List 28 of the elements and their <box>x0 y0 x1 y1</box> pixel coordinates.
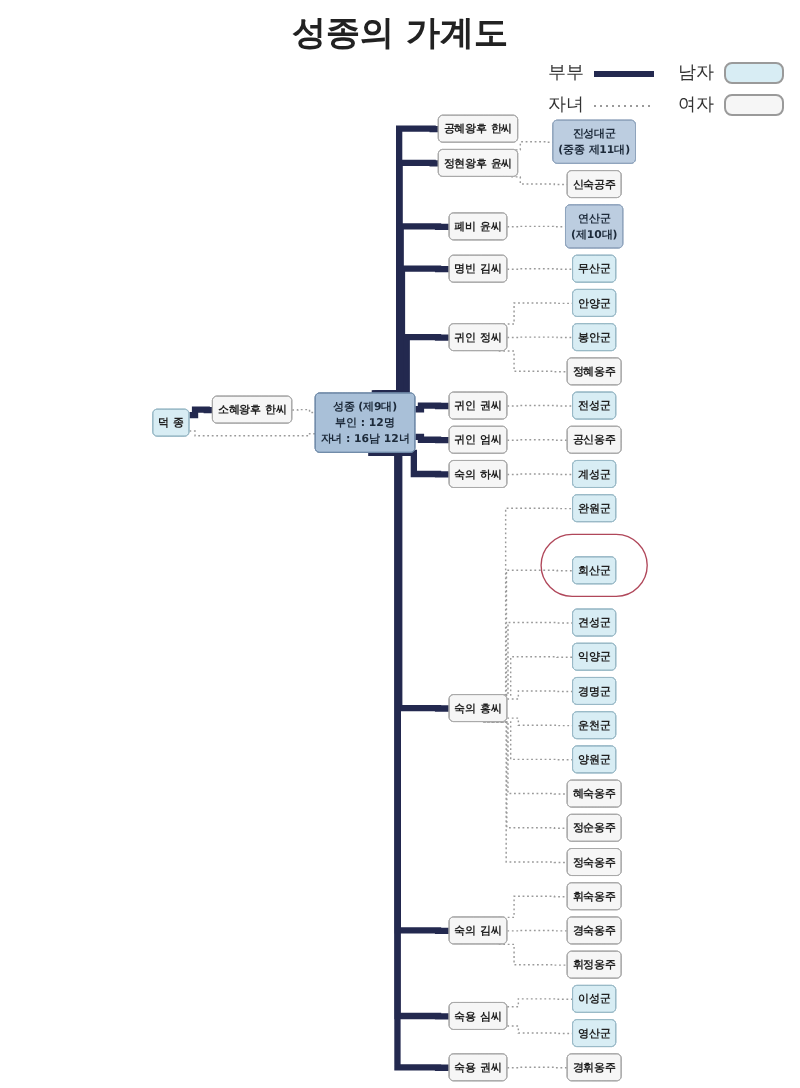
connector <box>510 176 569 186</box>
connector <box>506 404 574 407</box>
connector <box>506 225 567 228</box>
connector <box>506 717 574 727</box>
connector <box>506 473 574 476</box>
legend-label: 여자 <box>678 94 714 118</box>
legend-label: 부부 <box>548 62 584 86</box>
connector <box>506 336 574 339</box>
connector <box>401 449 450 478</box>
connector <box>506 690 574 700</box>
connector <box>415 402 450 413</box>
title: 성종의 가계도 <box>290 12 510 56</box>
connector <box>374 223 450 397</box>
connector <box>291 408 317 414</box>
connector <box>415 433 450 444</box>
connector <box>188 430 317 437</box>
connector <box>506 1025 574 1035</box>
legend-label: 남자 <box>678 62 714 86</box>
connector <box>506 998 574 1008</box>
legend-label: 자녀 <box>548 94 584 118</box>
cluster <box>540 533 648 598</box>
connector <box>506 268 574 270</box>
connector <box>498 350 569 373</box>
connector <box>189 406 213 419</box>
connector <box>506 1066 569 1069</box>
connector <box>506 439 569 441</box>
connector <box>498 943 569 966</box>
connector <box>506 929 569 932</box>
